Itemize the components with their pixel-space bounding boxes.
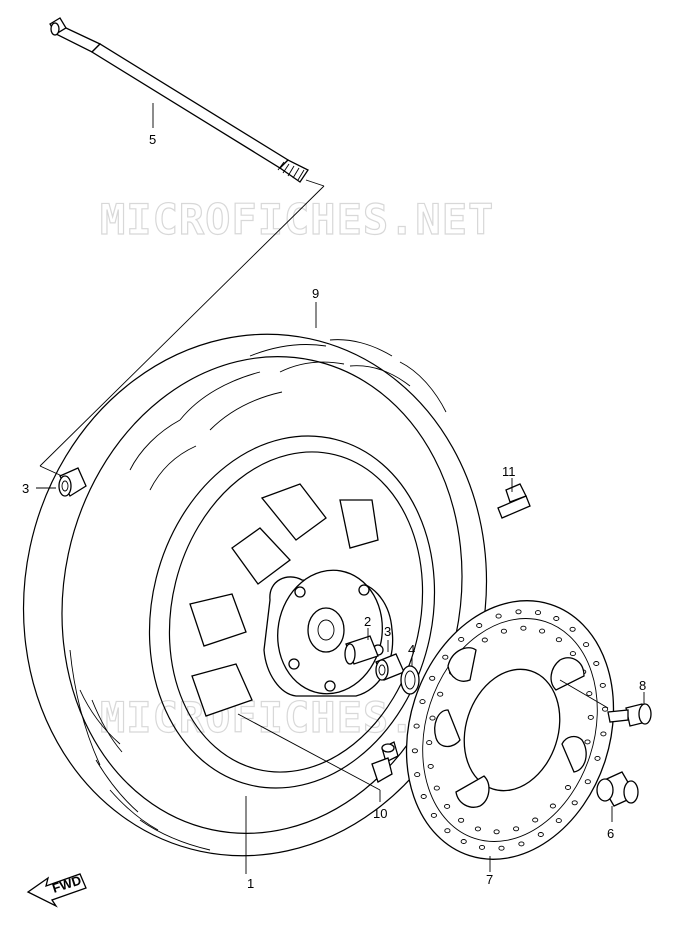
- callout-3-left: 3: [22, 481, 29, 496]
- spacer-part-3-right[interactable]: [375, 653, 405, 681]
- disc-hole: [602, 706, 609, 712]
- disc-hole: [513, 826, 520, 832]
- axle-part-5[interactable]: [49, 17, 309, 183]
- disc-hole: [458, 636, 465, 642]
- callout-7: 7: [486, 872, 493, 887]
- disc-hole: [419, 699, 426, 705]
- disc-hole: [569, 626, 576, 632]
- tire-tread: [69, 339, 447, 851]
- disc-hole: [474, 826, 481, 832]
- disc-mount-slots: [434, 647, 587, 808]
- disc-hole: [420, 794, 427, 799]
- callout-9: 9: [312, 286, 319, 301]
- disc-vent-holes: [411, 609, 609, 851]
- disc-hole: [594, 755, 601, 761]
- callout-6: 6: [607, 826, 614, 841]
- disc-hole: [437, 691, 444, 697]
- disc-hole: [534, 610, 542, 616]
- leader-10-diag: [237, 713, 381, 791]
- brake-disc-part-7[interactable]: [374, 574, 646, 887]
- leader-8-guide: [559, 679, 609, 709]
- disc-hole: [458, 817, 465, 823]
- wheel-hub: [263, 569, 394, 697]
- disc-hole: [564, 785, 572, 790]
- axle-guide-line-b: [39, 185, 325, 467]
- disc-hole: [442, 654, 449, 660]
- callout-5: 5: [149, 132, 156, 147]
- disc-hole: [427, 763, 434, 769]
- balance-weight-part-11[interactable]: [497, 483, 531, 519]
- disc-hole: [553, 616, 560, 621]
- callout-1: 1: [247, 876, 254, 891]
- disc-hole: [515, 609, 522, 615]
- disc-hole: [600, 731, 607, 737]
- callout-3-right: 3: [384, 624, 391, 639]
- seal-part-4[interactable]: [400, 665, 420, 695]
- disc-hole: [411, 748, 418, 754]
- disc-hole: [571, 800, 578, 806]
- disc-hole: [413, 723, 420, 729]
- disc-hole: [584, 779, 591, 785]
- disc-hole: [569, 651, 576, 657]
- disc-hole: [539, 628, 546, 634]
- disc-hole: [476, 623, 483, 628]
- disc-hole: [555, 637, 562, 643]
- callout-11: 11: [502, 464, 516, 479]
- rim-outer: [148, 435, 436, 789]
- disc-hole: [444, 828, 451, 834]
- disc-hole: [444, 803, 451, 809]
- axle-guide-line-c: [39, 465, 63, 477]
- callout-4: 4: [408, 642, 415, 657]
- disc-center: [463, 668, 561, 792]
- disc-hole: [599, 682, 606, 688]
- disc-inner-ring: [422, 618, 598, 842]
- disc-hole: [532, 817, 539, 823]
- disc-hole: [537, 832, 544, 837]
- valve-part-10[interactable]: [371, 741, 399, 783]
- axle-guide-line-a: [305, 179, 325, 187]
- disc-hole: [520, 625, 527, 631]
- wheel-spokes: [189, 483, 379, 717]
- disc-hole: [478, 844, 486, 850]
- disc-hole: [426, 740, 433, 746]
- disc-hole: [493, 829, 500, 835]
- disc-hole: [500, 628, 507, 634]
- callout-10: 10: [373, 806, 387, 821]
- disc-hole: [584, 739, 591, 745]
- disc-hole: [583, 642, 590, 648]
- disc-hole: [460, 839, 467, 844]
- disc-hole: [586, 691, 593, 697]
- disc-hole: [555, 818, 562, 824]
- disc-hole: [518, 841, 525, 847]
- disc-hole: [593, 661, 600, 666]
- callout-8: 8: [639, 678, 646, 693]
- disc-hole: [495, 613, 502, 619]
- disc-bolt-part-8[interactable]: [607, 703, 652, 727]
- disc-hole: [481, 637, 488, 643]
- disc-hole: [430, 812, 437, 818]
- disc-hole: [587, 714, 594, 720]
- disc-hole: [498, 845, 505, 851]
- disc-hole: [549, 803, 556, 809]
- disc-hole: [433, 785, 440, 791]
- fwd-direction-arrow: FWD: [26, 872, 87, 908]
- disc-hole: [429, 675, 436, 681]
- rim-inner: [168, 451, 424, 773]
- collar-part-6[interactable]: [596, 771, 639, 807]
- watermark-top: MICROFICHES.NET: [100, 195, 494, 244]
- disc-hole: [429, 715, 436, 721]
- spacer-part-3-left[interactable]: [58, 467, 87, 497]
- callout-2: 2: [364, 614, 371, 629]
- collar-part-2[interactable]: [344, 635, 379, 665]
- disc-hole: [414, 772, 421, 778]
